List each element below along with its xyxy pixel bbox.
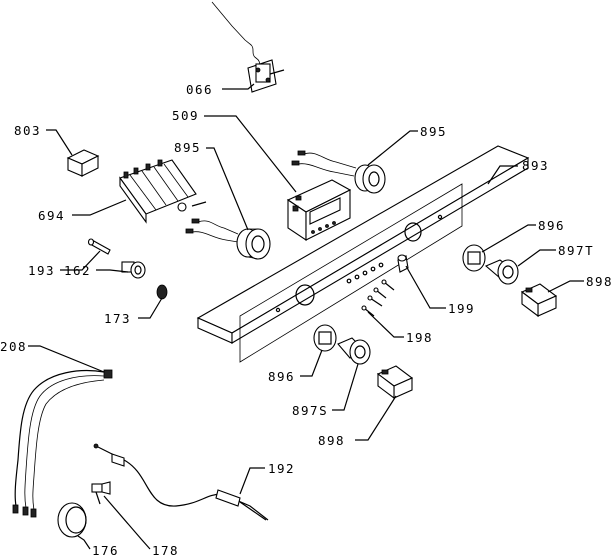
- label-897T: 897T: [558, 243, 594, 258]
- display-module: [286, 179, 352, 242]
- encoder-right: [291, 150, 386, 194]
- label-897S: 897S: [292, 403, 328, 418]
- control-panel: [196, 145, 530, 363]
- part-199-plug: [397, 254, 409, 273]
- part-193-pin: [87, 238, 111, 255]
- button-cap-lower-898: [376, 365, 414, 400]
- selector-switch: [119, 159, 207, 224]
- button-holder-897S: [337, 337, 371, 365]
- gasket-176: [57, 502, 87, 538]
- part-162-holder: [121, 261, 146, 279]
- label-509: 509: [172, 108, 199, 123]
- label-066: 066: [186, 82, 213, 97]
- part-labels: 066 509 803 895 895 893 694 896 897T 898…: [0, 82, 613, 558]
- label-895-right: 895: [420, 124, 447, 139]
- label-192: 192: [268, 461, 295, 476]
- label-898-right: 898: [586, 274, 613, 289]
- button-holder-897T: [484, 259, 519, 285]
- probe-cable-192: [93, 443, 269, 521]
- part-198-screws: [361, 279, 395, 317]
- label-173: 173: [104, 311, 131, 326]
- encoder-left: [185, 218, 271, 260]
- label-199: 199: [448, 301, 475, 316]
- sensor-178: [91, 481, 111, 505]
- button-ring-right: [462, 244, 486, 272]
- label-893: 893: [522, 158, 549, 173]
- button-ring-lower: [313, 324, 337, 352]
- part-803-block: [66, 149, 100, 177]
- label-208: 208: [0, 339, 27, 354]
- label-193: 193: [28, 263, 55, 278]
- label-694: 694: [38, 208, 65, 223]
- thermostat: [211, 1, 285, 93]
- leader-lines: [28, 83, 584, 550]
- label-198: 198: [406, 330, 433, 345]
- wiring-208: [12, 369, 113, 518]
- label-898-lower: 898: [318, 433, 345, 448]
- label-895-left: 895: [174, 140, 201, 155]
- label-176: 176: [92, 543, 119, 558]
- label-178: 178: [152, 543, 179, 558]
- button-cap-right-898: [520, 283, 558, 318]
- label-896-right: 896: [538, 218, 565, 233]
- label-896-lower: 896: [268, 369, 295, 384]
- label-162: 162: [64, 263, 91, 278]
- part-173-ring: [156, 284, 168, 300]
- label-803: 803: [14, 123, 41, 138]
